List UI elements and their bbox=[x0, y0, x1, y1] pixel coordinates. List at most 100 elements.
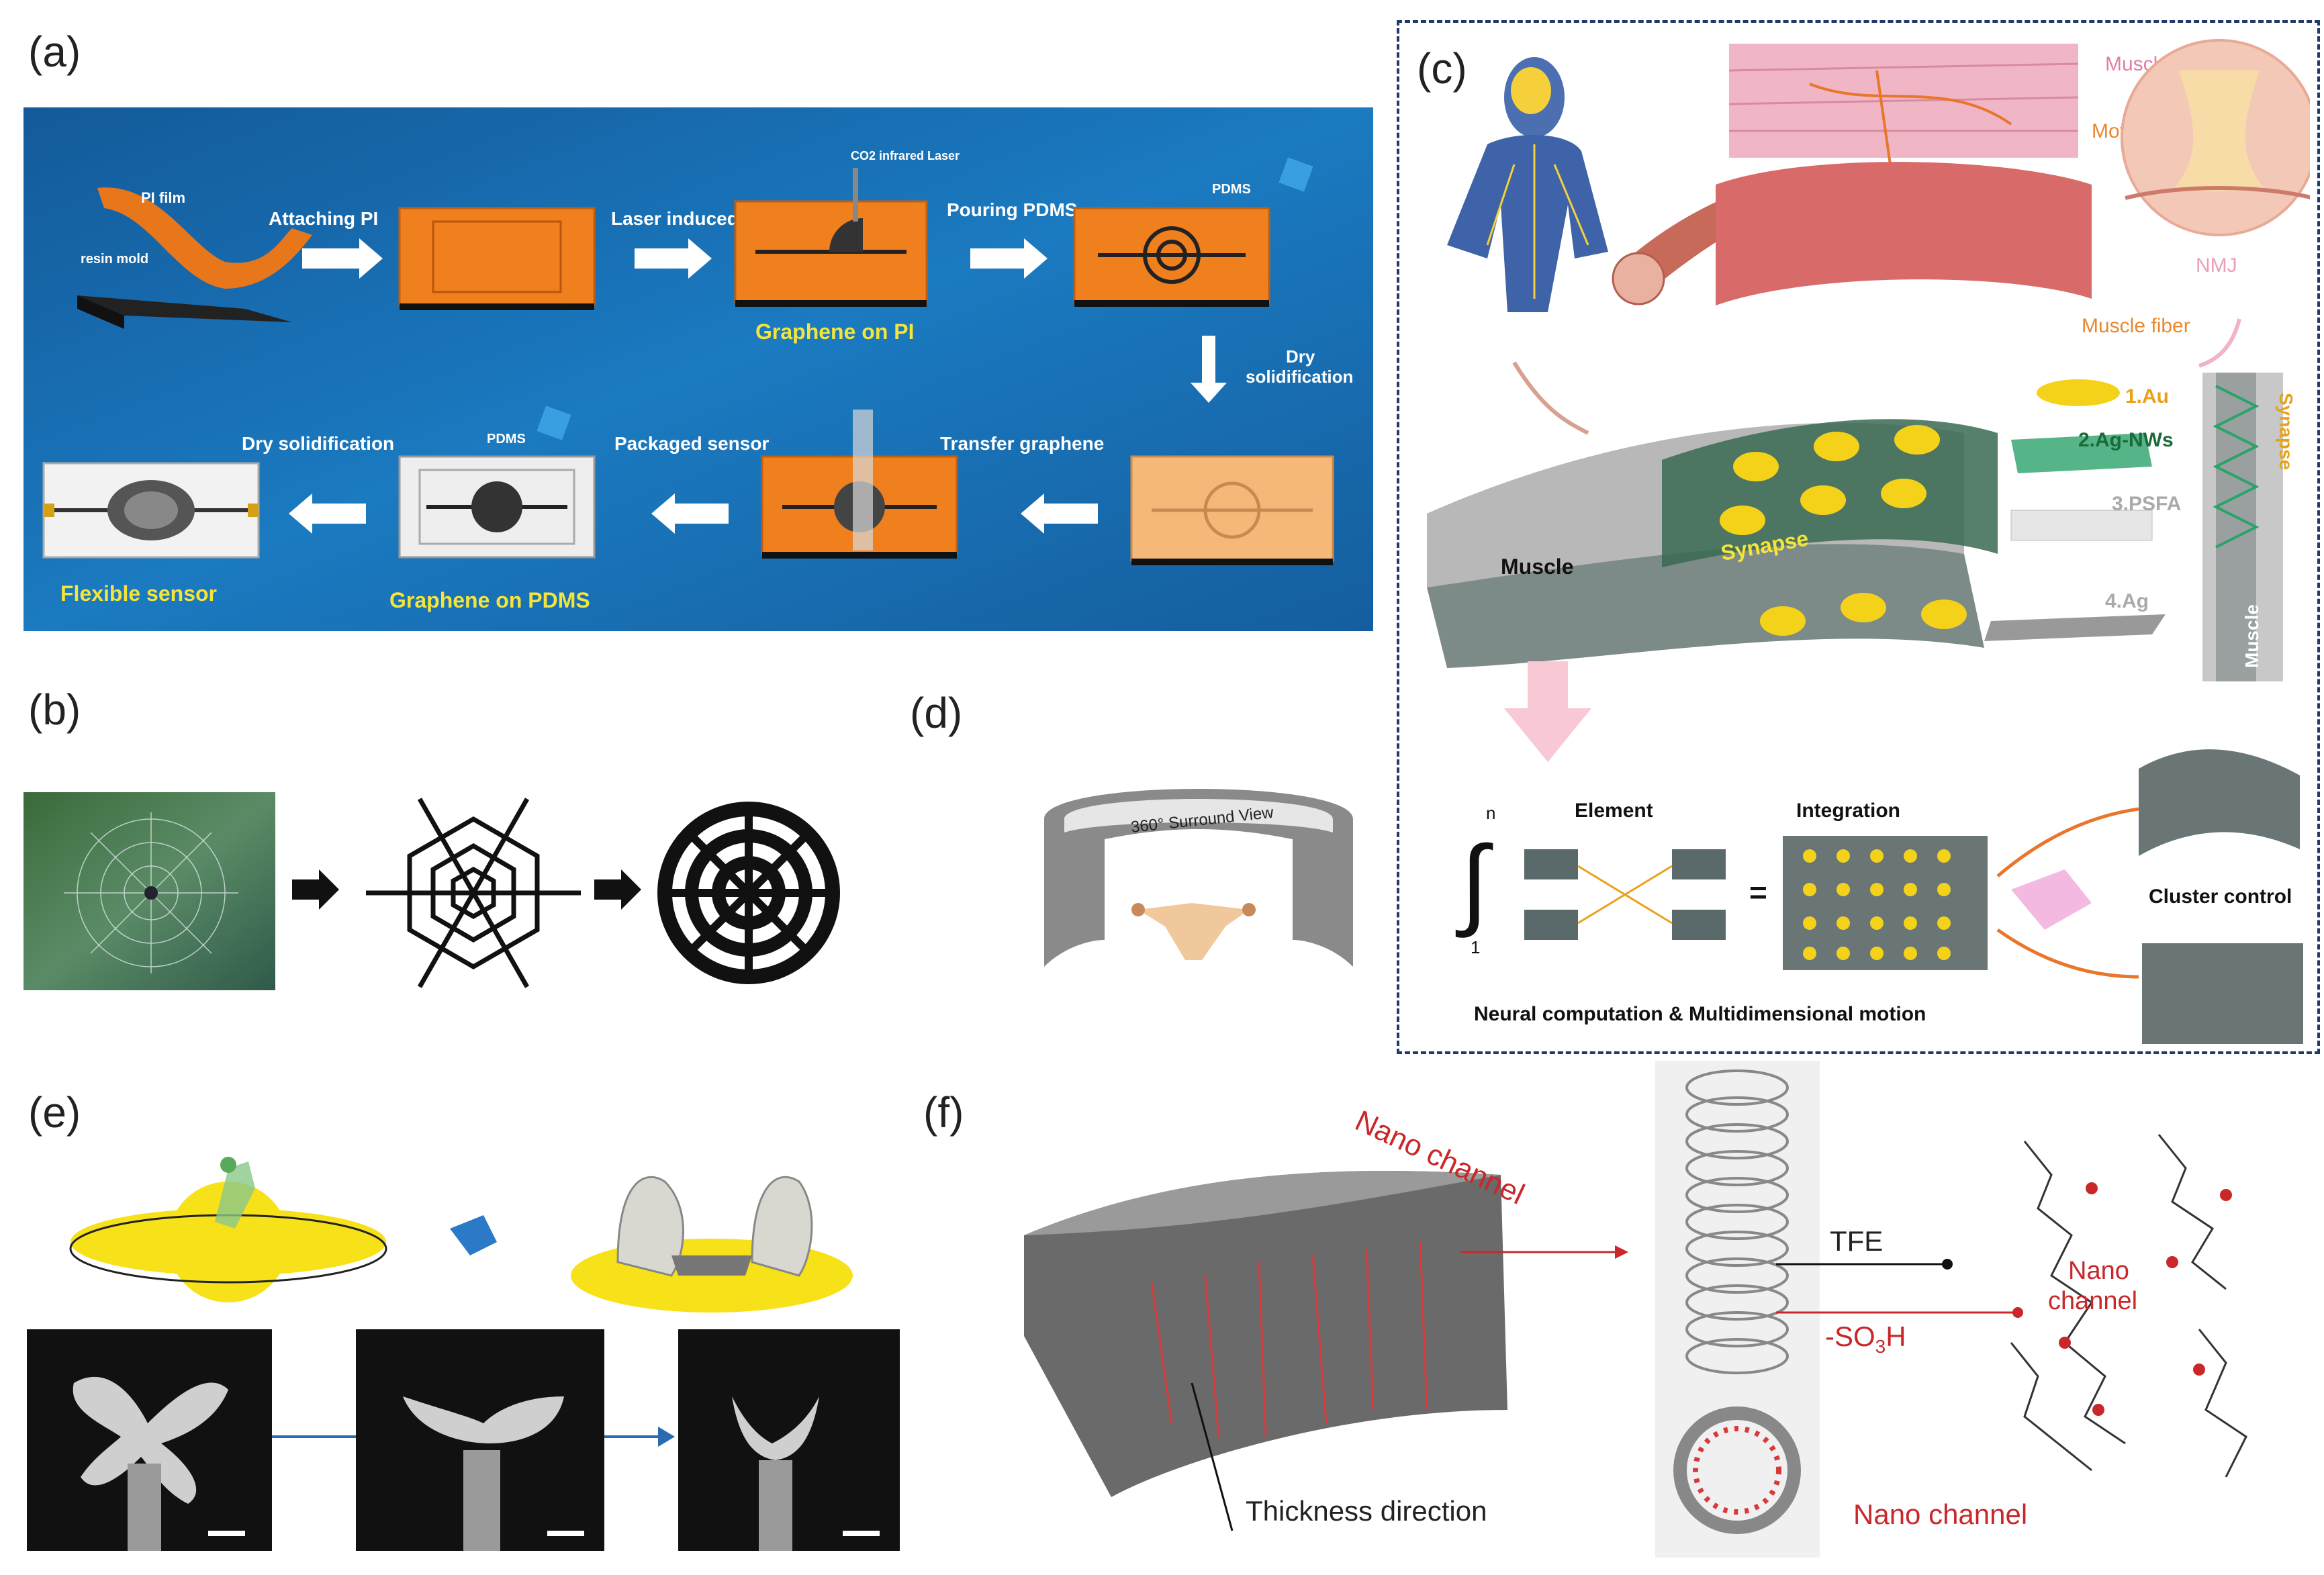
flexible-sensor-shape bbox=[42, 462, 260, 559]
so3h-dot bbox=[2012, 1307, 2023, 1318]
pdms-label-2: PDMS bbox=[487, 432, 526, 446]
arrow-e-icon bbox=[450, 1215, 497, 1255]
web-icon bbox=[366, 798, 581, 988]
element-diagram bbox=[1524, 849, 1726, 940]
layer-2-label: 2.Ag-NWs bbox=[2078, 429, 2174, 451]
arrow-1-icon bbox=[302, 238, 383, 279]
co2-laser-label: CO2 infrared Laser bbox=[851, 149, 960, 162]
mold-step-6 bbox=[761, 410, 958, 559]
panel-e-diagram bbox=[27, 1157, 900, 1551]
photo-1 bbox=[27, 1329, 272, 1551]
membrane-block bbox=[1024, 1171, 1507, 1497]
so3h-label: -SO3H bbox=[1825, 1321, 1906, 1357]
packaged-sensor-label: Packaged sensor bbox=[614, 433, 769, 454]
arrow-b2-icon bbox=[594, 869, 641, 910]
panel-b-diagram bbox=[24, 792, 840, 990]
molecular-network bbox=[2010, 1134, 2247, 1478]
panel-f-label: (f) bbox=[923, 1088, 964, 1137]
neural-caption: Neural computation & Multidimensional mo… bbox=[1474, 1003, 1926, 1025]
side-cross-section bbox=[2202, 373, 2283, 681]
flexible-sensor-label: Flexible sensor bbox=[60, 581, 217, 606]
device-electrodes bbox=[1720, 425, 1967, 636]
photo-3 bbox=[678, 1329, 900, 1551]
arrow-down-icon bbox=[1191, 336, 1227, 403]
integral-lower: 1 bbox=[1471, 937, 1480, 957]
channel-label: channel bbox=[2048, 1287, 2137, 1315]
panel-b-label: (b) bbox=[28, 685, 81, 734]
muscle-cell-tissue bbox=[1716, 44, 2092, 305]
arrow-4-icon bbox=[1021, 493, 1098, 534]
transfer-graphene-label: Transfer graphene bbox=[940, 433, 1104, 454]
integration-grid bbox=[1783, 836, 1988, 970]
flat-flower-shape bbox=[69, 1157, 387, 1302]
integral-sign: ∫ bbox=[1455, 825, 1493, 938]
sulfonate-groups bbox=[2059, 1182, 2232, 1416]
cluster-flat-grid bbox=[2142, 943, 2303, 1044]
folded-flower-shape bbox=[571, 1176, 853, 1312]
muscle-label: Muscle bbox=[1501, 555, 1573, 579]
integration-label: Integration bbox=[1796, 800, 1900, 822]
mold-step-2 bbox=[398, 207, 596, 310]
arrow-down-pink-icon bbox=[1504, 661, 1591, 762]
panel-c-label: (c) bbox=[1417, 44, 1467, 93]
cluster-control-label: Cluster control bbox=[2149, 886, 2292, 908]
element-label: Element bbox=[1575, 800, 1653, 822]
radial-sensor-icon bbox=[657, 802, 840, 984]
arrow-orange-1-icon bbox=[1996, 807, 2139, 877]
pink-network bbox=[2011, 869, 2092, 930]
layer-stack bbox=[1984, 379, 2166, 641]
cluster-warped-grid bbox=[2139, 749, 2300, 856]
nano-channel-bottom-label: Nano channel bbox=[1853, 1498, 2027, 1530]
spider-web-photo bbox=[24, 792, 275, 990]
arrow-5-icon bbox=[651, 493, 729, 534]
pouring-pdms-label: Pouring PDMS bbox=[947, 199, 1077, 220]
tfe-label: TFE bbox=[1830, 1225, 1883, 1257]
graphene-on-pi-label: Graphene on PI bbox=[755, 320, 914, 344]
arrow-f-icon bbox=[1615, 1245, 1628, 1259]
panel-a-label: (a) bbox=[28, 28, 81, 76]
attaching-pi-label: Attaching PI bbox=[269, 208, 378, 229]
dry-solidification-label: Dry solidification bbox=[242, 433, 394, 454]
arrow-b1-icon bbox=[292, 869, 339, 910]
arrow-3-icon bbox=[970, 238, 1048, 279]
surround-ring bbox=[1044, 789, 1353, 967]
layer-4-label: 4.Ag bbox=[2105, 590, 2149, 612]
bilayer-device bbox=[1427, 419, 1998, 668]
mold-step-5 bbox=[1130, 455, 1334, 565]
pi-film-label: PI film bbox=[141, 189, 185, 206]
helix-column bbox=[1655, 1061, 1820, 1558]
resin-mold-label: resin mold bbox=[81, 252, 148, 267]
so3h-main: -SO bbox=[1825, 1321, 1875, 1352]
integral-upper: n bbox=[1486, 803, 1495, 823]
layer-3-label: 3.PSFA bbox=[2112, 493, 2181, 515]
resin-mold-shape bbox=[77, 187, 312, 329]
solidification-label: solidification bbox=[1246, 367, 1353, 387]
arrow-orange-2-icon bbox=[1996, 928, 2139, 979]
panel-d-label: (d) bbox=[910, 689, 963, 737]
so3h-sub: 3 bbox=[1875, 1336, 1886, 1357]
layer-1-label: 1.Au bbox=[2125, 385, 2169, 408]
side-muscle-label: Muscle bbox=[2241, 604, 2262, 668]
so3h-end: H bbox=[1886, 1321, 1906, 1352]
laser-induced-label: Laser induced bbox=[611, 208, 739, 229]
nmj-zoom-circle bbox=[2121, 39, 2310, 236]
arrow-6-icon bbox=[289, 493, 366, 534]
equals-sign: = bbox=[1749, 875, 1767, 910]
mold-step-3 bbox=[734, 168, 928, 307]
nano-label: Nano bbox=[2068, 1257, 2129, 1285]
side-synapse-label: Synapse bbox=[2276, 393, 2296, 470]
robot-shape bbox=[1131, 903, 1256, 960]
pdms-label-1: PDMS bbox=[1212, 182, 1251, 197]
photo-2 bbox=[356, 1329, 604, 1551]
mold-step-4 bbox=[1073, 157, 1313, 307]
graphene-on-pdms-label: Graphene on PDMS bbox=[389, 588, 590, 612]
human-figure bbox=[1447, 57, 1608, 313]
arrow-e2-icon bbox=[658, 1427, 675, 1447]
arrow-c1-icon bbox=[1512, 361, 1589, 435]
panel-c-diagram: Muscle Cell Motor Neuron Muscle fiber NM… bbox=[1427, 39, 2310, 1044]
thickness-label: Thickness direction bbox=[1246, 1495, 1487, 1527]
panel-c-frame bbox=[1397, 20, 2320, 1054]
muscle-fiber-label: Muscle fiber bbox=[2082, 315, 2190, 337]
arrow-c2-icon bbox=[2198, 318, 2241, 368]
panel-d-diagram: 360° Surround View bbox=[1024, 765, 1373, 994]
